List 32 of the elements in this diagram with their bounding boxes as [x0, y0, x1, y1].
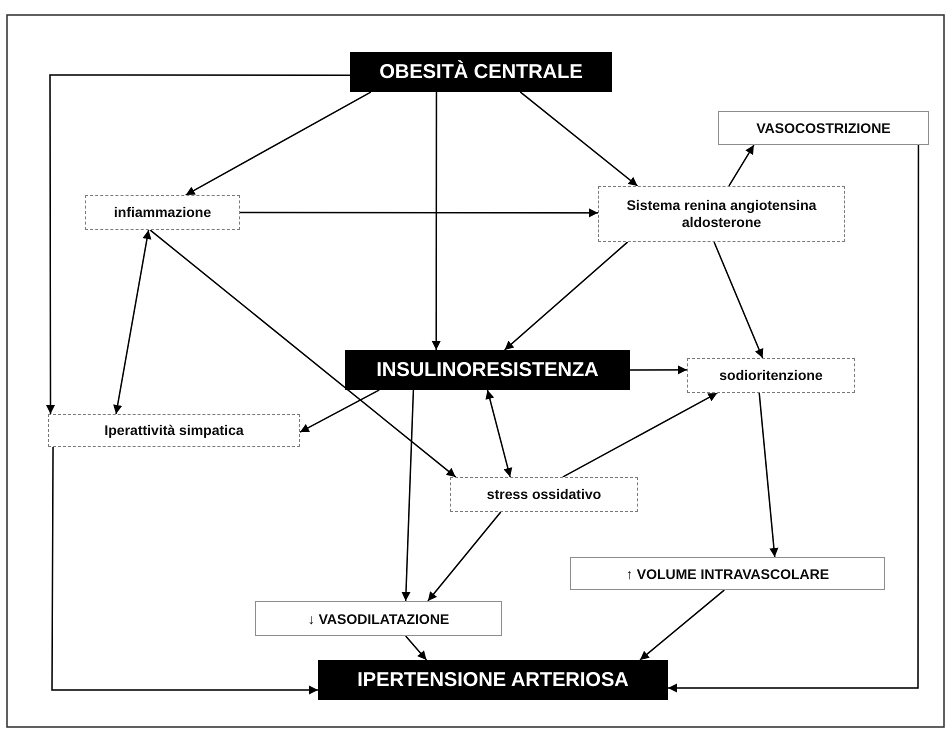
arrow: [240, 208, 598, 218]
arrow: [713, 242, 764, 358]
arrow: [113, 230, 152, 414]
outcome-box: IPERTENSIONE ARTERIOSA: [318, 660, 668, 700]
factor-box: sodioritenzione: [687, 358, 855, 393]
arrow: [300, 389, 380, 433]
arrow: [51, 447, 318, 694]
arrow: [405, 636, 428, 660]
arrow: [185, 91, 372, 196]
effect-box: VASOCOSTRIZIONE: [718, 111, 929, 145]
arrow: [630, 365, 687, 374]
arrow: [520, 91, 638, 187]
effect-box: ↑ VOLUME INTRAVASCOLARE: [570, 557, 885, 590]
arrow: [150, 229, 456, 478]
arrow: [432, 92, 441, 350]
factor-box: Sistema renina angiotensina aldosterone: [598, 186, 845, 242]
arrow: [485, 390, 512, 478]
arrow: [402, 390, 414, 602]
arrow: [427, 512, 502, 602]
factor-box: stress ossidativo: [450, 477, 638, 512]
factor-box: Iperattività simpatica: [48, 414, 300, 447]
arrow: [640, 589, 725, 661]
cause-box: OBESITÀ CENTRALE: [350, 52, 612, 92]
arrow: [758, 392, 778, 558]
arrow: [46, 74, 350, 414]
arrow: [562, 392, 718, 478]
arrow: [504, 241, 628, 351]
arrow: [728, 144, 755, 186]
key-factor-box: INSULINORESISTENZA: [345, 350, 630, 390]
arrow: [668, 145, 920, 692]
factor-box: infiammazione: [85, 195, 240, 230]
effect-box: ↓ VASODILATAZIONE: [255, 601, 502, 636]
